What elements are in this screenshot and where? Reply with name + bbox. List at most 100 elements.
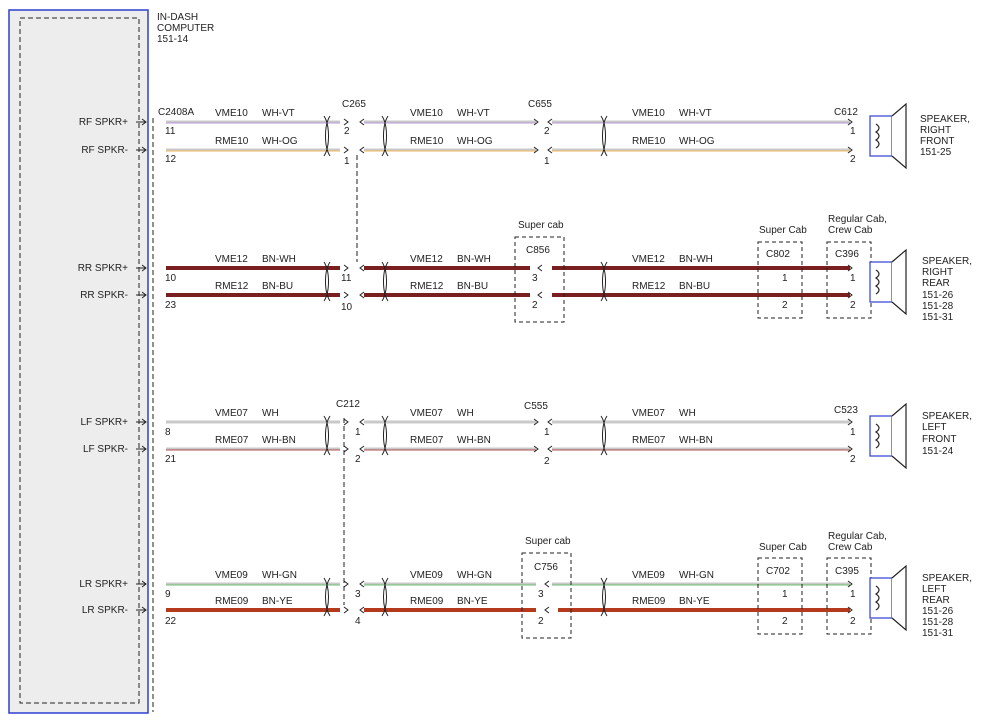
module-title-line-3: 151-14 [157,34,189,45]
lr-neg-color-2: BN-YE [457,596,488,607]
pin-m-lr-pos: 9 [165,589,171,600]
lr-neg-circuit-1: RME09 [215,596,249,607]
module-title-line-1: IN-DASH [157,12,198,23]
terminal-rf-pos: RF SPKR+ [79,117,128,128]
c856-label: C856 [526,245,550,256]
lf-pos-circuit-2: VME07 [410,408,443,419]
pin-m-rr-neg: 23 [165,300,177,311]
speaker-rr-line-2: RIGHT [922,267,953,278]
rr-neg-circuit-2: RME12 [410,281,444,292]
speaker-rr-line-5: 151-28 [922,301,954,312]
pin-c612-rf-pos: 1 [850,126,856,137]
terminal-lr-neg: LR SPKR- [82,605,128,616]
speaker-rf-line-1: SPEAKER, [920,114,970,125]
module-terminal-arrows [136,118,147,614]
pin-c702-neg: 2 [782,616,788,627]
c756-box [521,552,572,639]
pin-c523-lf-neg: 2 [850,454,856,465]
lf-pos-circuit-3: VME07 [632,408,665,419]
speaker-lr-icon [869,564,907,632]
speaker-lr-line-5: 151-28 [922,617,954,628]
lf-pos-circuit-1: VME07 [215,408,248,419]
pin-c802-pos: 1 [782,273,788,284]
speaker-rf-line-2: RIGHT [920,125,951,136]
in-dash-computer-module [8,9,149,714]
pin-c396-neg: 2 [850,300,856,311]
lf-wires [166,420,850,451]
rf-neg-circuit-1: RME10 [215,136,249,147]
pin-m-lf-pos: 8 [165,427,171,438]
rf-pos-color-1: WH-VT [262,108,295,119]
module-title-line-2: COMPUTER [157,23,214,34]
c756-note: Super cab [525,536,571,547]
lf-pos-color-3: WH [679,408,696,419]
pin-c856-pos: 3 [532,273,538,284]
c396-box [826,241,872,319]
speaker-lr-line-6: 151-31 [922,628,954,639]
c555-label: C555 [524,401,548,412]
pin-c555-lf-neg: 2 [544,456,550,467]
pin-c212-lr-neg: 4 [355,616,361,627]
rr-pos-color-3: BN-WH [679,254,713,265]
speaker-rr-icon [869,248,907,316]
rf-neg-color-1: WH-OG [262,136,298,147]
speaker-lf-line-2: LEFT [922,422,946,433]
lf-pos-color-2: WH [457,408,474,419]
rr-neg-color-1: BN-BU [262,281,293,292]
lr-neg-color-3: BN-YE [679,596,710,607]
lr-wires [166,582,850,612]
c655-label: C655 [528,99,552,110]
speaker-rr-line-6: 151-31 [922,312,954,323]
lr-neg-circuit-2: RME09 [410,596,444,607]
c265-label: C265 [342,99,366,110]
rr-neg-color-3: BN-BU [679,281,710,292]
pin-c555-lf-pos: 1 [544,427,550,438]
rr-neg-circuit-1: RME12 [215,281,249,292]
pin-c265-rf-pos: 2 [344,126,350,137]
speaker-rr-line-4: 151-26 [922,290,954,301]
terminal-rr-pos: RR SPKR+ [78,263,128,274]
rr-pos-circuit-3: VME12 [632,254,665,265]
c395-note-2: Crew Cab [828,542,873,553]
rf-neg-circuit-2: RME10 [410,136,444,147]
rr-wires [166,266,850,297]
c802-box [757,241,803,319]
c856-note: Super cab [518,220,564,231]
speaker-lr-line-3: REAR [922,595,950,606]
pin-m-rf-neg: 12 [165,154,177,165]
rr-pos-circuit-1: VME12 [215,254,248,265]
pin-c212-lr-pos: 3 [355,589,361,600]
c212-label: C212 [336,399,360,410]
rr-neg-color-2: BN-BU [457,281,488,292]
pin-c856-neg: 2 [532,300,538,311]
rr-pos-color-1: BN-WH [262,254,296,265]
c612-label: C612 [834,107,858,118]
speaker-lr-line-4: 151-26 [922,606,954,617]
pin-c655-rf-neg: 1 [544,156,550,167]
pin-c655-rf-pos: 2 [544,126,550,137]
c802-note: Super Cab [759,225,807,236]
lr-pos-color-2: WH-GN [457,570,492,581]
pin-c396-pos: 1 [850,273,856,284]
terminal-lf-pos: LF SPKR+ [80,417,128,428]
terminal-lf-neg: LF SPKR- [83,444,128,455]
rr-pos-circuit-2: VME12 [410,254,443,265]
c856-box [514,236,565,323]
lf-neg-color-3: WH-BN [679,435,713,446]
c702-note: Super Cab [759,542,807,553]
lr-pos-circuit-3: VME09 [632,570,665,581]
rf-pos-circuit-1: VME10 [215,108,248,119]
rf-neg-color-3: WH-OG [679,136,715,147]
speaker-lf-icon [869,402,907,470]
terminal-lr-pos: LR SPKR+ [79,579,128,590]
c395-box [826,557,872,635]
rf-pos-circuit-3: VME10 [632,108,665,119]
terminal-rf-neg: RF SPKR- [81,145,128,156]
speaker-rf-line-3: FRONT [920,136,954,147]
lr-pos-color-3: WH-GN [679,570,714,581]
lf-neg-circuit-3: RME07 [632,435,666,446]
c702-box [757,557,803,635]
c395-note-1: Regular Cab, [828,531,887,542]
lf-neg-circuit-1: RME07 [215,435,249,446]
